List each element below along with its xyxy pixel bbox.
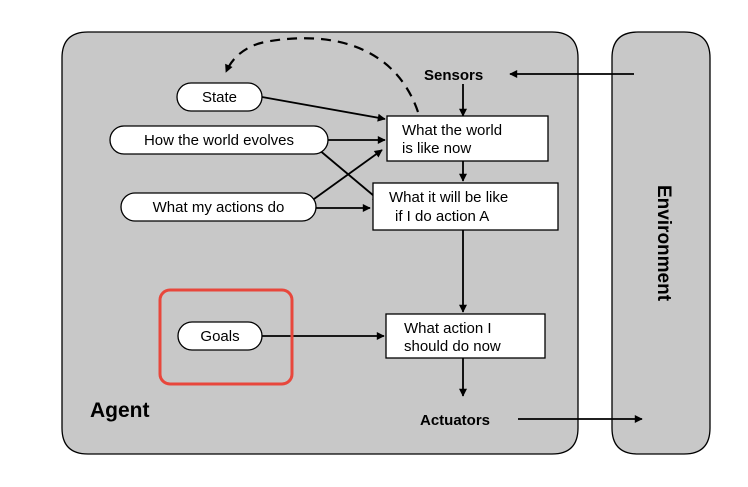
agent-panel [61,31,579,455]
will-be-line1: What it will be like [389,189,508,206]
world-now-box [386,115,549,162]
actuators-label: Actuators [420,412,490,429]
actions-do-node [120,192,317,222]
arrow-state-to-world [261,96,386,122]
will-be-line2: if I do action A [395,208,489,225]
goals-label: Goals [200,328,239,345]
actions-do-label: What my actions do [153,199,285,216]
world-now-line1: What the world [402,122,502,139]
world-evolves-label: How the world evolves [144,132,294,149]
world-now-line2: is like now [402,140,471,157]
environment-panel [611,31,711,455]
action-now-line1: What action I [404,320,492,337]
goals-highlight-frame [158,288,294,386]
will-be-box [372,182,559,231]
environment-label: Environment [653,185,674,302]
action-now-box [385,313,546,359]
sensors-label: Sensors [424,67,483,84]
state-node [176,82,263,112]
agent-label: Agent [90,399,150,422]
world-evolves-node [109,125,329,155]
state-label: State [202,89,237,106]
arrow-actions-to-world [313,149,383,200]
goals-node [177,321,263,351]
action-now-line2: should do now [404,338,501,355]
arrow-evolves-to-willbe [317,148,381,202]
